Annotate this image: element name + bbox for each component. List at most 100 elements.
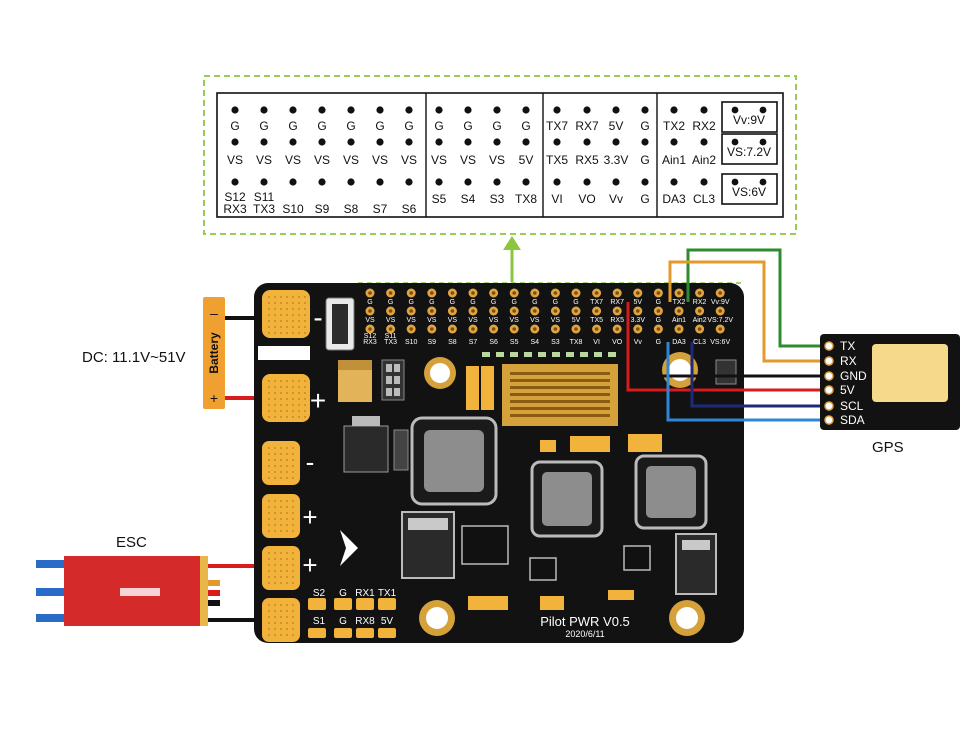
header-pin-hole <box>368 327 372 331</box>
board-minus-sign: - <box>313 302 322 333</box>
pad-dot <box>292 404 294 406</box>
pin-label: TX2 <box>663 119 685 133</box>
header-pin-hole <box>553 327 558 331</box>
pin-label: S4 <box>461 192 476 206</box>
smd-part <box>566 352 574 357</box>
board-minus-sign: - <box>306 447 315 477</box>
pin-dot <box>670 178 678 186</box>
pad-dot <box>274 471 276 473</box>
pad-dot <box>268 392 270 394</box>
pin-label: VS <box>401 153 417 167</box>
header-pin-hole <box>491 291 496 295</box>
board-pin-label: VS <box>551 317 561 324</box>
header-pin-hole <box>574 291 578 295</box>
gps-wires <box>626 248 828 422</box>
board-pin-label: VS:7.2V <box>707 317 733 324</box>
pad-dot <box>286 604 288 606</box>
pin-dot <box>231 138 239 146</box>
pin-label: VS <box>460 153 476 167</box>
header-pin-hole <box>450 309 455 313</box>
board-pin-label: S6 <box>489 339 498 346</box>
pad-dot <box>268 459 270 461</box>
pin-label: CL3 <box>693 192 715 206</box>
pad-dot <box>268 628 270 630</box>
gps-pin <box>824 356 834 366</box>
board-pin-label: RX7 <box>610 299 624 306</box>
board-pin-label: 5V <box>634 299 643 306</box>
header-pin-hole <box>574 327 578 331</box>
pin-dot <box>553 178 561 186</box>
pad-dot <box>280 610 282 612</box>
pin-dot <box>670 106 678 114</box>
pad-dot <box>280 604 282 606</box>
board-pin-label: RX3 <box>363 339 377 346</box>
pin-label: G <box>640 192 649 206</box>
board-pin-label: DA3 <box>672 339 686 346</box>
pad-dot <box>268 410 270 412</box>
pad-label-5v: 5V <box>381 616 394 627</box>
pad-dot <box>304 410 306 412</box>
header-pin-hole <box>594 327 599 331</box>
pad-dot <box>280 453 282 455</box>
header-pin-hole <box>697 309 702 313</box>
pin-dot <box>318 178 326 186</box>
smd-part <box>538 352 546 357</box>
pin-label: VI <box>551 192 562 206</box>
voltage-select-box <box>721 173 778 205</box>
pad-dot <box>268 558 270 560</box>
pin-label: S6 <box>402 202 417 216</box>
pad-dot <box>298 410 300 412</box>
pad-dot <box>292 524 294 526</box>
pad-dot <box>268 398 270 400</box>
header-pin-hole <box>533 309 537 313</box>
pad-dot <box>292 447 294 449</box>
board-plus-sign: + <box>302 550 317 580</box>
header-pin-hole <box>450 327 455 331</box>
pin-label: RX5 <box>575 153 599 167</box>
header-pin-hole <box>491 327 496 331</box>
board-pin-label: G <box>429 299 434 306</box>
pad-dot <box>268 500 270 502</box>
board-plus-sign: + <box>310 385 326 416</box>
header-pin-hole <box>718 309 722 313</box>
board-pin-label: VS <box>468 317 478 324</box>
pin-dot <box>759 178 767 186</box>
pin-dot <box>700 138 708 146</box>
header-pin-hole <box>409 327 414 331</box>
pad-dot <box>268 512 270 514</box>
pad-dot <box>298 386 300 388</box>
silk-bar <box>258 346 310 360</box>
pin-dot <box>318 138 326 146</box>
pad-dot <box>298 398 300 400</box>
smd-part <box>482 352 490 357</box>
pad-dot <box>280 471 282 473</box>
pad-dot <box>292 552 294 554</box>
pin-dot <box>759 138 767 146</box>
board-pin-label: G <box>470 299 475 306</box>
header-pin-hole <box>388 309 393 313</box>
pin-dot <box>759 106 767 114</box>
header-pin-hole <box>594 309 599 313</box>
pin-dot <box>553 138 561 146</box>
header-pin-hole <box>656 309 661 313</box>
pad-dot <box>280 392 282 394</box>
pad-dot <box>298 416 300 418</box>
pad-dot <box>304 416 306 418</box>
header-pin-hole <box>471 327 475 331</box>
board-pin-label: TX7 <box>590 299 603 306</box>
pad-dot <box>286 512 288 514</box>
pad-dot <box>280 524 282 526</box>
pin-dot <box>260 106 268 114</box>
pad-dot <box>286 564 288 566</box>
pad-dot <box>286 524 288 526</box>
pad-dot <box>268 320 270 322</box>
board-pin-label: VS <box>407 317 417 324</box>
header-pin-hole <box>388 327 393 331</box>
pin-label: S7 <box>373 202 388 216</box>
pad-dot <box>274 582 276 584</box>
board-pin-label: S5 <box>510 339 519 346</box>
pin-label: TX7 <box>546 119 568 133</box>
pin-dot <box>405 138 413 146</box>
pad-dot <box>286 459 288 461</box>
pad-dot <box>274 576 276 578</box>
